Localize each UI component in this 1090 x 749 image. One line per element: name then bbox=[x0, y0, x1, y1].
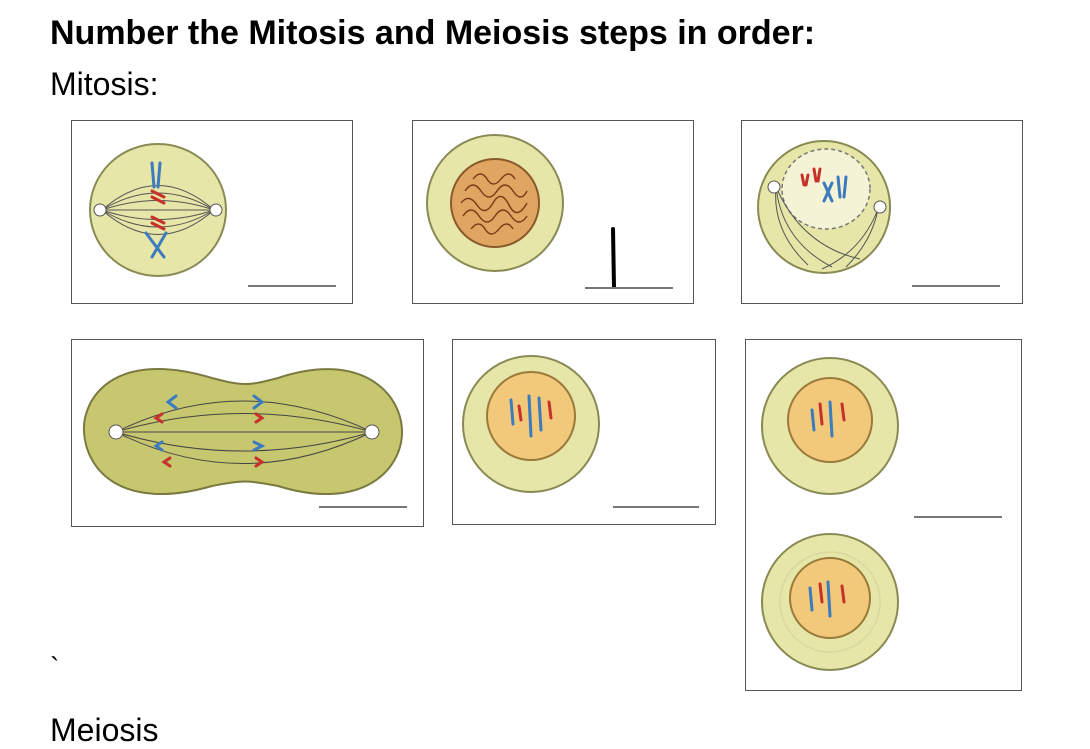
mitosis-section-label: Mitosis: bbox=[50, 66, 159, 102]
telophase-panel bbox=[745, 339, 1022, 691]
prometaphase-cell-illustration bbox=[757, 140, 891, 274]
answer-line[interactable] bbox=[585, 287, 673, 289]
answer-line[interactable] bbox=[912, 285, 1000, 287]
answer-line[interactable] bbox=[319, 506, 407, 508]
prophase-cell-illustration bbox=[462, 355, 600, 493]
worksheet-heading: Number the Mitosis and Meiosis steps in … bbox=[50, 14, 816, 52]
metaphase-panel bbox=[71, 120, 353, 304]
anaphase-panel bbox=[71, 339, 424, 527]
prophase-panel bbox=[452, 339, 716, 525]
stray-mark: ` bbox=[50, 652, 60, 683]
metaphase-cell-illustration bbox=[89, 143, 227, 277]
answer-line[interactable] bbox=[914, 516, 1002, 518]
meiosis-section-label: Meiosis bbox=[50, 712, 159, 748]
interphase-panel: 1 bbox=[412, 120, 694, 304]
anaphase-cell-illustration bbox=[82, 368, 404, 496]
answer-line[interactable] bbox=[248, 285, 336, 287]
interphase-cell-illustration bbox=[426, 134, 616, 289]
prometaphase-panel bbox=[741, 120, 1023, 304]
telophase-cells-illustration bbox=[761, 357, 899, 671]
answer-line[interactable] bbox=[613, 506, 699, 508]
